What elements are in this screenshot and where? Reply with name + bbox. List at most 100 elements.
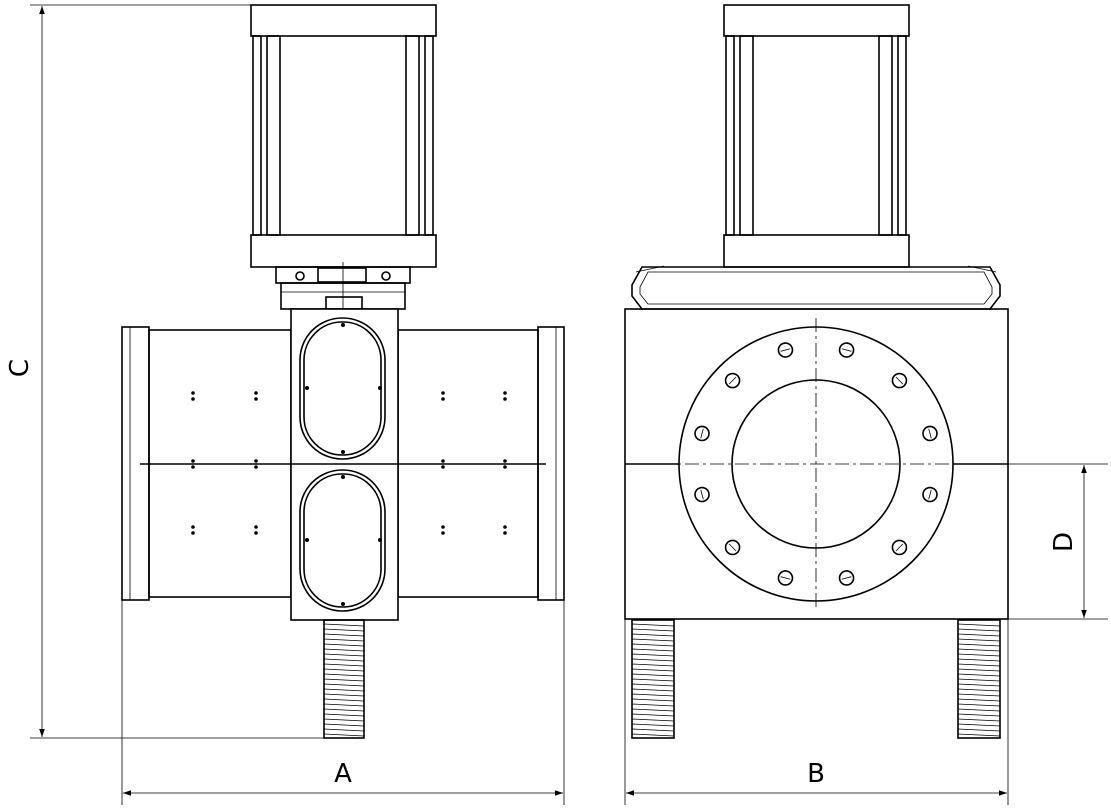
- oval-marker: [305, 386, 309, 390]
- front-view: [121, 4, 565, 739]
- thread-line: [631, 703, 675, 707]
- oval-marker: [341, 602, 345, 606]
- thread-line: [957, 653, 1001, 657]
- thread-line: [631, 698, 675, 702]
- thread-line: [957, 728, 1001, 732]
- thread-line: [323, 673, 365, 677]
- thread-line: [631, 693, 675, 697]
- thread-line: [631, 643, 675, 647]
- flange-bolt: [694, 486, 710, 503]
- thread-line: [323, 728, 365, 732]
- thread-line: [323, 723, 365, 727]
- bolt-dot: [441, 525, 445, 529]
- thread-line: [957, 713, 1001, 717]
- bolt-dot: [503, 525, 507, 529]
- side-top-plate: [631, 265, 1001, 310]
- thread-line: [957, 668, 1001, 672]
- flange-bolt: [838, 570, 855, 586]
- oval-marker: [305, 538, 309, 542]
- front-slide-block: [290, 308, 399, 621]
- bolt-dot: [441, 459, 445, 463]
- dimension-a: A: [121, 600, 565, 805]
- bolt-dot: [441, 391, 445, 395]
- oval-marker: [341, 475, 345, 479]
- thread-line: [631, 668, 675, 672]
- bolt-dot: [254, 459, 258, 463]
- flange-bolt: [777, 570, 794, 586]
- dimension-label-b: B: [807, 759, 825, 789]
- thread-line: [957, 638, 1001, 642]
- dimension-d: D: [1008, 463, 1108, 620]
- thread-line: [957, 693, 1001, 697]
- thread-line: [631, 673, 675, 677]
- thread-line: [323, 628, 365, 632]
- thread-line: [957, 688, 1001, 692]
- thread-line: [323, 668, 365, 672]
- thread-line: [323, 663, 365, 667]
- bolt-dot: [503, 391, 507, 395]
- thread-line: [957, 678, 1001, 682]
- oval-marker: [378, 386, 382, 390]
- bolt-dot: [254, 391, 258, 395]
- thread-line: [631, 638, 675, 642]
- thread-line: [323, 678, 365, 682]
- thread-line: [631, 688, 675, 692]
- flange-bolt: [724, 372, 741, 389]
- thread-line: [631, 723, 675, 727]
- thread-line: [323, 633, 365, 637]
- thread-line: [631, 628, 675, 632]
- side-flange-bolts: [694, 342, 938, 586]
- side-threaded-rods: [631, 619, 1001, 739]
- side-view: [624, 4, 1009, 739]
- front-right-housing: [397, 326, 565, 601]
- bolt-dot: [254, 397, 258, 401]
- thread-line: [631, 678, 675, 682]
- bolt-dot: [441, 531, 445, 535]
- flange-bolt: [838, 342, 855, 358]
- thread-line: [957, 658, 1001, 662]
- thread-line: [957, 643, 1001, 647]
- bolt-dot: [254, 531, 258, 535]
- oval-marker: [341, 323, 345, 327]
- oval-marker: [378, 538, 382, 542]
- bolt-dot: [254, 525, 258, 529]
- front-left-housing: [121, 326, 292, 601]
- bolt-dot: [191, 465, 195, 469]
- thread-line: [957, 703, 1001, 707]
- dimension-label-a: A: [334, 759, 352, 789]
- thread-line: [323, 623, 365, 627]
- dimension-b: B: [624, 619, 1009, 805]
- flange-bolt: [777, 342, 794, 358]
- thread-line: [957, 683, 1001, 687]
- thread-line: [631, 653, 675, 657]
- thread-line: [631, 728, 675, 732]
- thread-line: [631, 713, 675, 717]
- thread-line: [323, 698, 365, 702]
- thread-line: [323, 643, 365, 647]
- thread-line: [323, 638, 365, 642]
- flange-bolt: [891, 372, 908, 389]
- thread-line: [957, 623, 1001, 627]
- bolt-dot: [503, 397, 507, 401]
- thread-line: [957, 718, 1001, 722]
- thread-line: [631, 708, 675, 712]
- oval-marker: [341, 450, 345, 454]
- bolt-dot: [503, 459, 507, 463]
- thread-line: [631, 658, 675, 662]
- flange-bolt: [724, 539, 741, 556]
- flange-bolt: [694, 425, 710, 442]
- thread-line: [323, 703, 365, 707]
- flange-bolt: [922, 425, 938, 442]
- bolt-dot: [503, 531, 507, 535]
- thread-line: [631, 623, 675, 627]
- thread-line: [323, 683, 365, 687]
- thread-line: [957, 633, 1001, 637]
- thread-line: [323, 688, 365, 692]
- thread-line: [323, 708, 365, 712]
- flange-bolt: [922, 486, 938, 503]
- dimension-label-d: D: [1049, 532, 1079, 552]
- thread-line: [957, 698, 1001, 702]
- thread-line: [957, 648, 1001, 652]
- side-actuator-cylinder: [723, 4, 910, 268]
- bolt-dot: [503, 465, 507, 469]
